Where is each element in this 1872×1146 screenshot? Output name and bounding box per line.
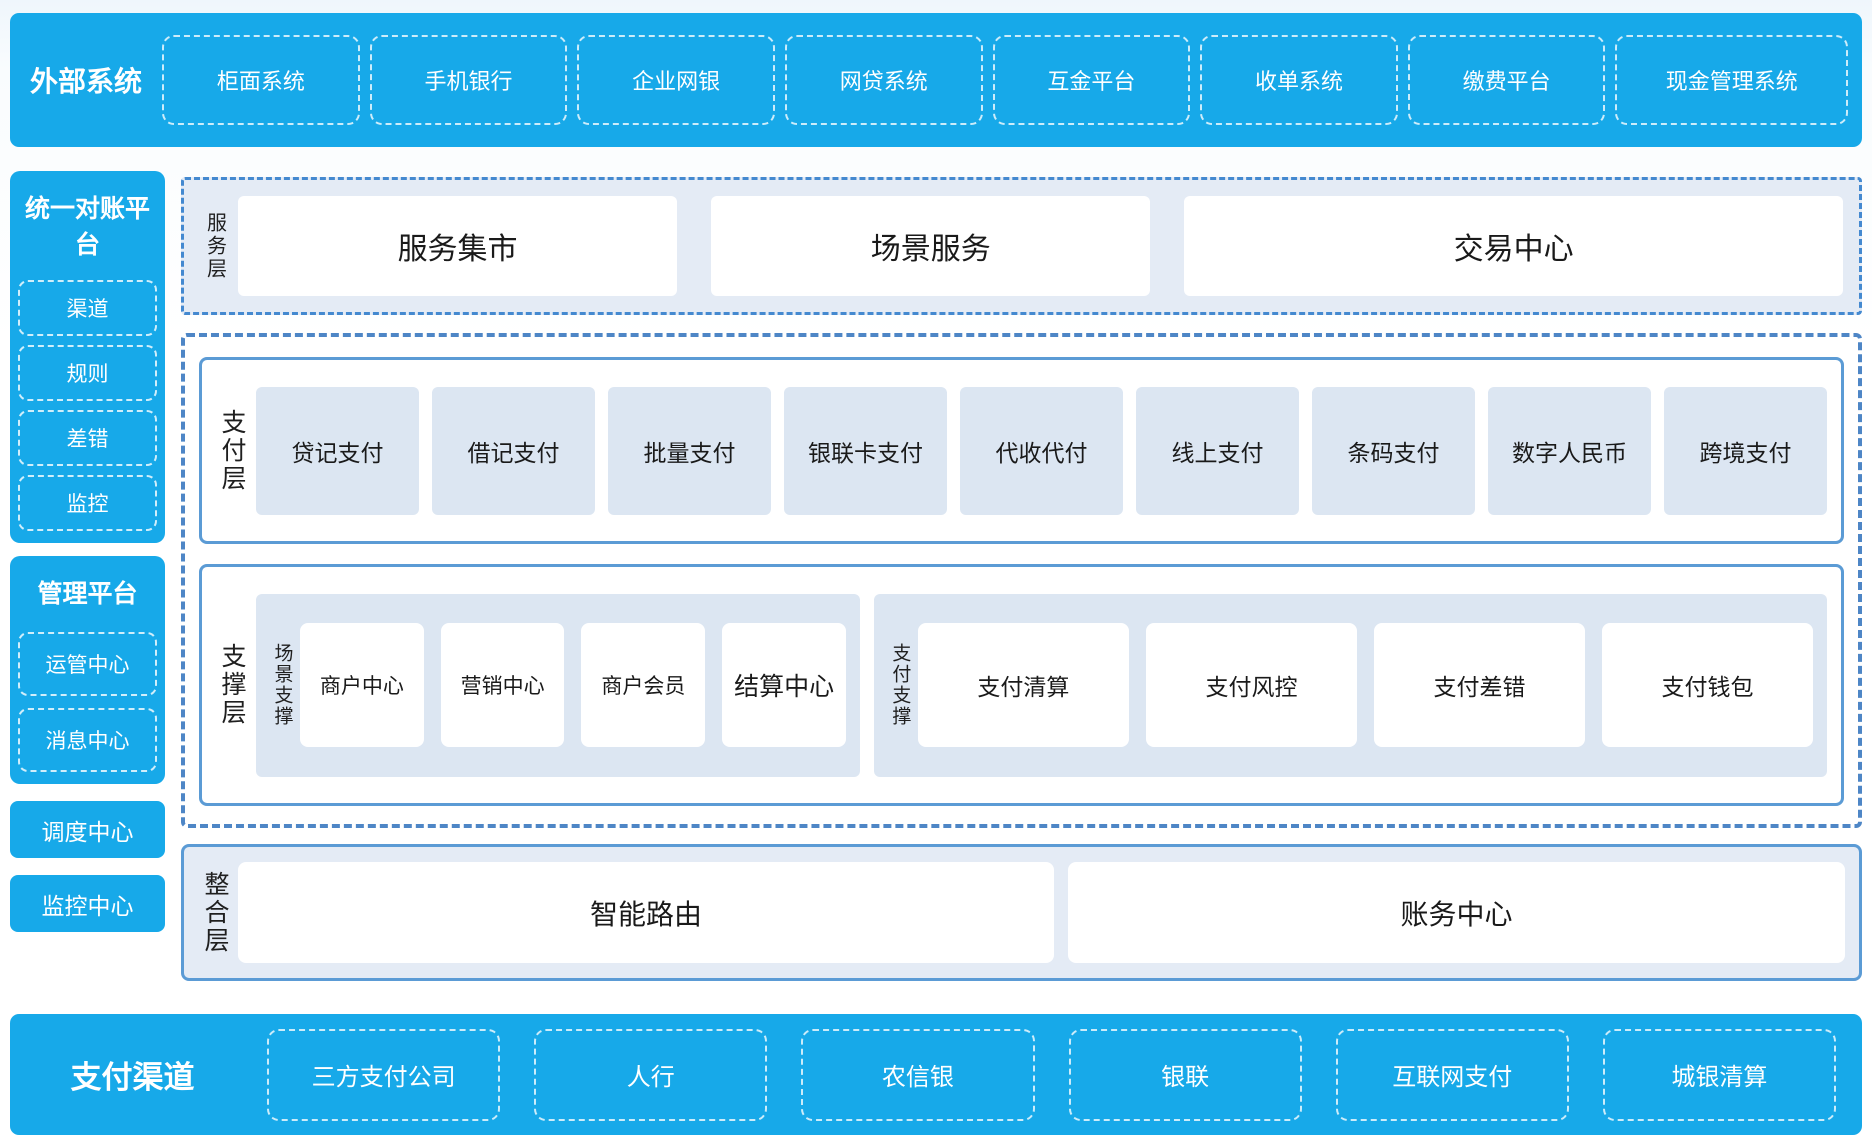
integration-layer: 整合层 智能路由 账务中心: [181, 844, 1862, 981]
scene-support-cards: 商户中心 营销中心 商户会员 结算中心: [300, 623, 846, 747]
left-sidebar: 统一对账平台 渠道 规则 差错 监控 管理平台 运管中心 消息中心 调度中心 监…: [10, 171, 165, 983]
payment-support-group: 支付支撑 支付清算 支付风控 支付差错 支付钱包: [873, 593, 1827, 777]
channel-city-bank-clearing: 城银清算: [1602, 1028, 1837, 1121]
scene-support-label: 场景支撑: [271, 643, 293, 727]
external-system-bill-payment: 缴费平台: [1407, 35, 1606, 125]
transaction-center-box: 交易中心: [1184, 196, 1843, 296]
payment-support-container: 支付层 贷记支付 借记支付 批量支付 银联卡支付 代收代付 线上支付 条码支付 …: [181, 333, 1862, 828]
payment-layer: 支付层 贷记支付 借记支付 批量支付 银联卡支付 代收代付 线上支付 条码支付 …: [199, 357, 1844, 544]
management-platform-title: 管理平台: [37, 580, 138, 608]
support-layer-groups: 场景支撑 商户中心 营销中心 商户会员 结算中心 支付支撑 支付清算: [256, 593, 1827, 777]
payment-support-cards: 支付清算 支付风控 支付差错 支付钱包: [917, 623, 1813, 747]
payment-layer-cards: 贷记支付 借记支付 批量支付 银联卡支付 代收代付 线上支付 条码支付 数字人民…: [256, 386, 1827, 515]
channel-third-party-payment: 三方支付公司: [267, 1028, 501, 1121]
settlement-center-card: 结算中心: [722, 623, 846, 747]
service-layer-items: 服务集市 场景服务 交易中心: [238, 196, 1843, 296]
payment-support-label: 支付支撑: [889, 643, 911, 727]
external-system-mobile-banking: 手机银行: [369, 35, 568, 125]
main-layers: 服务层 服务集市 场景服务 交易中心 支付层 贷记支付 借记支付 批量支付 银联…: [181, 171, 1862, 983]
accounting-center-box: 账务中心: [1067, 862, 1845, 963]
support-layer-label: 支撑层: [218, 643, 246, 727]
external-system-fintech-platform: 互金平台: [992, 35, 1191, 125]
service-market-box: 服务集市: [238, 196, 678, 296]
payment-channels-bar: 支付渠道 三方支付公司 人行 农信银 银联 互联网支付 城银清算: [10, 1014, 1862, 1135]
unionpay-card-payment-card: 银联卡支付: [784, 386, 947, 515]
channel-internet-payment: 互联网支付: [1335, 1028, 1569, 1121]
reconciliation-item-rules: 规则: [18, 345, 157, 401]
scene-service-box: 场景服务: [711, 196, 1151, 296]
support-layer: 支撑层 场景支撑 商户中心 营销中心 商户会员 结算中心: [199, 564, 1844, 806]
external-systems-items: 柜面系统 手机银行 企业网银 网贷系统 互金平台 收单系统 缴费平台 现金管理系…: [162, 35, 1848, 125]
external-system-corporate-ebank: 企业网银: [577, 35, 775, 125]
payment-risk-control-card: 支付风控: [1145, 623, 1357, 747]
management-platform-block: 管理平台 运管中心 消息中心: [10, 556, 165, 784]
payment-wallet-card: 支付钱包: [1601, 623, 1813, 747]
dispatch-center-block: 调度中心: [10, 801, 165, 858]
barcode-payment-card: 条码支付: [1312, 386, 1475, 515]
reconciliation-platform-block: 统一对账平台 渠道 规则 差错 监控: [10, 171, 165, 543]
monitor-center-block: 监控中心: [10, 875, 165, 932]
payment-discrepancy-card: 支付差错: [1373, 623, 1585, 747]
payment-channels-title: 支付渠道: [70, 1060, 195, 1095]
external-system-acquiring: 收单系统: [1200, 35, 1398, 125]
external-system-counter: 柜面系统: [162, 35, 360, 125]
management-item-message-center: 消息中心: [18, 708, 157, 772]
batch-payment-card: 批量支付: [608, 386, 771, 515]
smart-routing-box: 智能路由: [238, 862, 1054, 963]
online-payment-card: 线上支付: [1136, 386, 1299, 515]
merchant-member-card: 商户会员: [581, 623, 706, 747]
integration-layer-items: 智能路由 账务中心: [238, 862, 1845, 963]
channel-rural-credit-bank: 农信银: [801, 1028, 1035, 1121]
debit-payment-card: 借记支付: [432, 386, 595, 515]
reconciliation-platform-title: 统一对账平台: [24, 195, 150, 259]
reconciliation-item-monitoring: 监控: [18, 475, 157, 531]
payment-channels-items: 三方支付公司 人行 农信银 银联 互联网支付 城银清算: [255, 1028, 1848, 1121]
service-layer: 服务层 服务集市 场景服务 交易中心: [181, 177, 1862, 315]
external-systems-bar: 外部系统 柜面系统 手机银行 企业网银 网贷系统 互金平台 收单系统 缴费平台 …: [10, 13, 1862, 147]
reconciliation-item-discrepancy: 差错: [18, 410, 157, 466]
channel-unionpay: 银联: [1068, 1028, 1302, 1121]
service-layer-label: 服务层: [203, 211, 226, 281]
payment-clearing-card: 支付清算: [917, 623, 1129, 747]
external-systems-title: 外部系统: [29, 66, 142, 97]
cross-border-payment-card: 跨境支付: [1664, 386, 1827, 515]
management-item-operations-center: 运管中心: [18, 632, 157, 696]
scene-support-group: 场景支撑 商户中心 营销中心 商户会员 结算中心: [256, 593, 860, 777]
middle-region: 统一对账平台 渠道 规则 差错 监控 管理平台 运管中心 消息中心 调度中心 监…: [10, 171, 1862, 983]
external-system-online-loan: 网贷系统: [784, 35, 983, 125]
integration-layer-label: 整合层: [201, 870, 229, 955]
credit-payment-card: 贷记支付: [256, 386, 419, 515]
channel-pboc: 人行: [534, 1028, 768, 1121]
marketing-center-card: 营销中心: [440, 623, 565, 747]
payment-layer-label: 支付层: [218, 408, 246, 493]
merchant-center-card: 商户中心: [300, 623, 424, 747]
external-system-cash-management: 现金管理系统: [1615, 35, 1848, 125]
digital-rmb-card: 数字人民币: [1488, 386, 1651, 515]
reconciliation-item-channel: 渠道: [18, 280, 157, 336]
collection-agency-card: 代收代付: [960, 386, 1123, 515]
